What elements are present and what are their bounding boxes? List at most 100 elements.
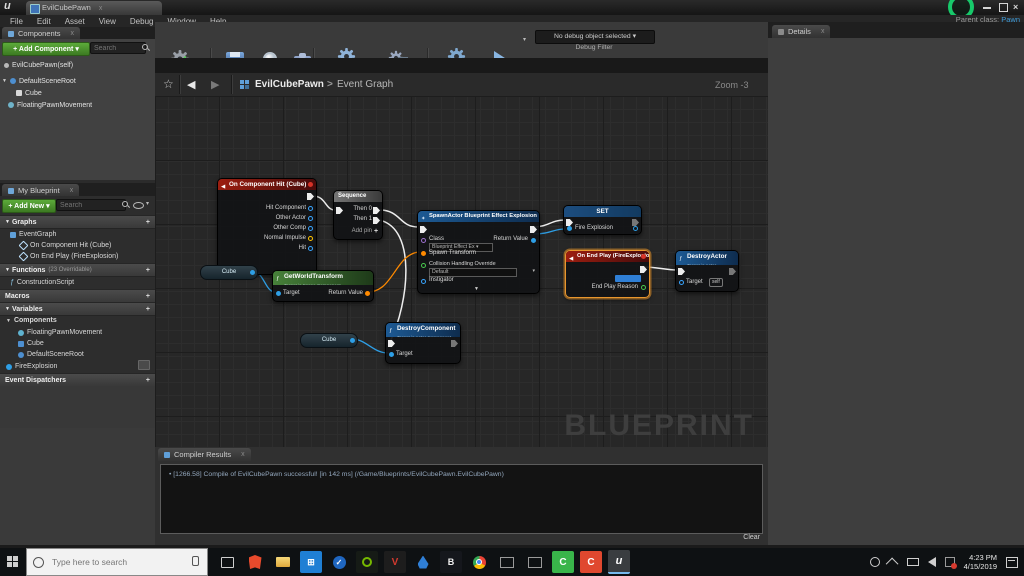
var-defaultsceneroot[interactable]: DefaultSceneRoot (18, 349, 84, 360)
app-icon[interactable] (524, 551, 546, 573)
menu-file[interactable]: File (10, 17, 23, 26)
file-explorer-icon[interactable] (272, 551, 294, 573)
nav-forward-icon[interactable]: ▶ (211, 78, 219, 91)
app-drop-icon[interactable] (412, 551, 434, 573)
item-event-endplay[interactable]: On End Play (FireExplosion) (20, 251, 118, 262)
add-macro-icon[interactable]: + (146, 293, 150, 300)
item-construction-script[interactable]: ƒ ConstructionScript (10, 277, 74, 288)
brave-icon[interactable] (244, 551, 266, 573)
search-input[interactable] (50, 556, 184, 568)
app-b-icon[interactable]: B (440, 551, 462, 573)
var-floatingpawnmovement[interactable]: FloatingPawnMovement (18, 327, 102, 338)
start-button[interactable] (0, 548, 26, 576)
components-search-input[interactable] (90, 42, 146, 54)
pin-class[interactable] (421, 238, 426, 243)
pin-return-value[interactable] (531, 238, 536, 243)
add-graph-icon[interactable]: + (146, 219, 150, 226)
myblueprint-tab-close-icon[interactable]: x (70, 187, 74, 194)
menu-edit[interactable]: Edit (37, 17, 51, 26)
notification-tray-icon[interactable] (945, 557, 955, 567)
app-icon[interactable] (496, 551, 518, 573)
node-destroycomponent[interactable]: ƒDestroyComponent Target is Actor Compon… (385, 322, 461, 364)
add-new-button[interactable]: + Add New ▾ (2, 199, 56, 213)
node-on-end-play[interactable]: ◀On End Play (FireExplosion) End Play Re… (565, 250, 650, 298)
pin-spawn-transform[interactable] (421, 251, 426, 256)
microsoft-store-icon[interactable]: ⊞ (300, 551, 322, 573)
pin-collision-handling[interactable] (421, 263, 426, 268)
section-macros[interactable]: Macros + (0, 289, 155, 303)
pin-normal-impulse[interactable] (308, 236, 313, 241)
section-graphs[interactable]: ▼ Graphs + (0, 215, 155, 229)
pin-cube-out[interactable] (250, 270, 255, 275)
compiler-log[interactable]: • [1266.58] Compile of EvilCubePawn succ… (160, 464, 763, 534)
nav-back-icon[interactable]: ◀ (187, 78, 195, 91)
var-cube[interactable]: Cube (18, 338, 44, 349)
node-sequence[interactable]: Sequence Then 0 Then 1 Add pin + (333, 190, 383, 240)
expander-icon[interactable]: ▼ (5, 267, 10, 273)
menu-asset[interactable]: Asset (65, 17, 85, 26)
display-tray-icon[interactable] (907, 558, 919, 566)
exec-in-pin[interactable] (336, 207, 343, 214)
camtasia-green-icon[interactable]: C (552, 551, 574, 573)
pin-hit-component[interactable] (308, 206, 313, 211)
close-button[interactable]: × (1013, 2, 1018, 12)
pin-end-play-reason[interactable] (641, 285, 646, 290)
favorite-star-icon[interactable]: ☆ (163, 77, 174, 91)
section-variables[interactable]: ▼ Variables + (0, 302, 155, 316)
compiler-tab-close-icon[interactable]: x (241, 451, 245, 458)
nvidia-icon[interactable] (356, 551, 378, 573)
exec-in-pin[interactable] (566, 219, 573, 226)
task-view-icon[interactable] (216, 551, 238, 573)
variable-node-cube-1[interactable]: Cube (200, 265, 258, 280)
var-fireexplosion[interactable]: FireExplosion (6, 361, 57, 372)
app-red-c-icon[interactable]: C (580, 551, 602, 573)
volume-icon[interactable] (928, 557, 936, 567)
variable-node-cube-2[interactable]: Cube (300, 333, 358, 348)
pin-other-actor[interactable] (308, 216, 313, 221)
pin-fire-explosion-in[interactable] (567, 226, 572, 231)
exec-out-pin[interactable] (530, 226, 537, 233)
node-on-component-hit[interactable]: ◀On Component Hit (Cube) Hit Component O… (217, 178, 317, 275)
details-tab-close-icon[interactable]: x (821, 28, 825, 35)
section-functions[interactable]: ▼ Functions (23 Overridable) + (0, 263, 155, 277)
tree-item-cube[interactable]: Cube (16, 87, 42, 99)
clear-button[interactable]: Clear (743, 534, 760, 541)
exec-then0-pin[interactable] (373, 207, 380, 214)
pin-target[interactable] (276, 291, 281, 296)
details-tab[interactable]: Details x (772, 25, 830, 38)
pin-target[interactable] (679, 280, 684, 285)
expander-icon[interactable]: ▼ (6, 318, 11, 324)
node-collapse-icon[interactable]: ▼ (474, 286, 479, 292)
tree-item-self[interactable]: EvilCubePawn(self) (4, 59, 73, 71)
pin-fire-explosion-out[interactable] (633, 226, 638, 231)
people-icon[interactable] (870, 557, 880, 567)
breadcrumb-root[interactable]: EvilCubePawn (255, 79, 324, 90)
exec-in-pin[interactable] (388, 340, 395, 347)
visibility-eye-icon[interactable] (133, 202, 144, 209)
asset-tab-close-icon[interactable]: x (99, 5, 103, 12)
exec-out-pin[interactable] (632, 219, 639, 226)
node-destroyactor[interactable]: ƒDestroyActor Target is Actor Target sel… (675, 250, 739, 292)
group-components[interactable]: ▼ Components (6, 315, 57, 326)
expander-icon[interactable]: ▼ (5, 306, 10, 312)
add-function-icon[interactable]: + (146, 267, 150, 274)
play-options-caret-icon[interactable]: ▾ (523, 36, 526, 43)
section-event-dispatchers[interactable]: Event Dispatchers + (0, 373, 155, 387)
taskbar-search[interactable] (26, 548, 208, 576)
hidden-icons-chevron[interactable] (885, 557, 898, 570)
pin-instigator[interactable] (421, 279, 426, 284)
minimize-button[interactable] (983, 7, 991, 9)
pin-hit[interactable] (308, 246, 313, 251)
item-event-hit[interactable]: On Component Hit (Cube) (20, 240, 111, 251)
exec-out-pin[interactable] (307, 193, 314, 200)
add-dispatcher-icon[interactable]: + (146, 377, 150, 384)
exec-out-pin[interactable] (451, 340, 458, 347)
tree-item-scene-root[interactable]: ▼ DefaultSceneRoot (2, 75, 76, 87)
node-set-fireexplosion[interactable]: SET Fire Explosion (563, 205, 642, 235)
components-tab-close-icon[interactable]: x (71, 30, 75, 37)
add-pin-icon[interactable]: + (374, 229, 379, 234)
breadcrumb-current[interactable]: Event Graph (337, 79, 393, 90)
pin-other-comp[interactable] (308, 226, 313, 231)
microphone-icon[interactable] (192, 556, 199, 566)
expander-icon[interactable]: ▼ (5, 219, 10, 225)
